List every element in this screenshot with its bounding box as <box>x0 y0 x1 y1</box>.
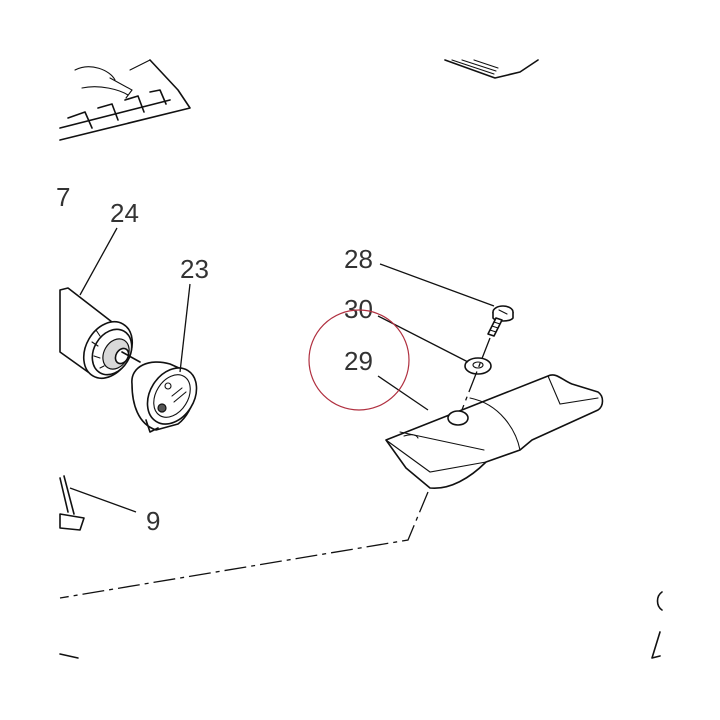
part-28-screw <box>487 305 514 337</box>
label-part-29: 29 <box>344 346 373 376</box>
partial-part-right-edge <box>651 591 663 659</box>
leader-23 <box>179 283 191 373</box>
label-part-28: 28 <box>344 244 373 274</box>
center-axis-line <box>457 337 491 421</box>
leader-28 <box>379 263 495 307</box>
leader-24 <box>79 227 118 296</box>
part-23-cap <box>131 361 198 433</box>
partial-plate-top <box>444 59 539 79</box>
part-24-shaft <box>59 287 141 380</box>
assembly-line <box>59 491 429 599</box>
part-29-cover <box>385 374 604 489</box>
label-part-30: 30 <box>344 294 373 324</box>
part-30-washer <box>464 357 492 375</box>
leader-29 <box>377 375 429 411</box>
label-part-9: 9 <box>146 506 160 536</box>
label-part-23: 23 <box>180 254 209 284</box>
label-edge-fragment: 7 <box>56 182 70 212</box>
leader-9 <box>69 487 137 513</box>
highlight-circle <box>308 309 410 411</box>
label-part-24: 24 <box>110 198 139 228</box>
leader-30 <box>377 315 469 363</box>
part-9-bracket <box>59 475 85 531</box>
partial-part-bottom-left <box>59 653 79 659</box>
partial-housing-top-left <box>59 59 191 141</box>
